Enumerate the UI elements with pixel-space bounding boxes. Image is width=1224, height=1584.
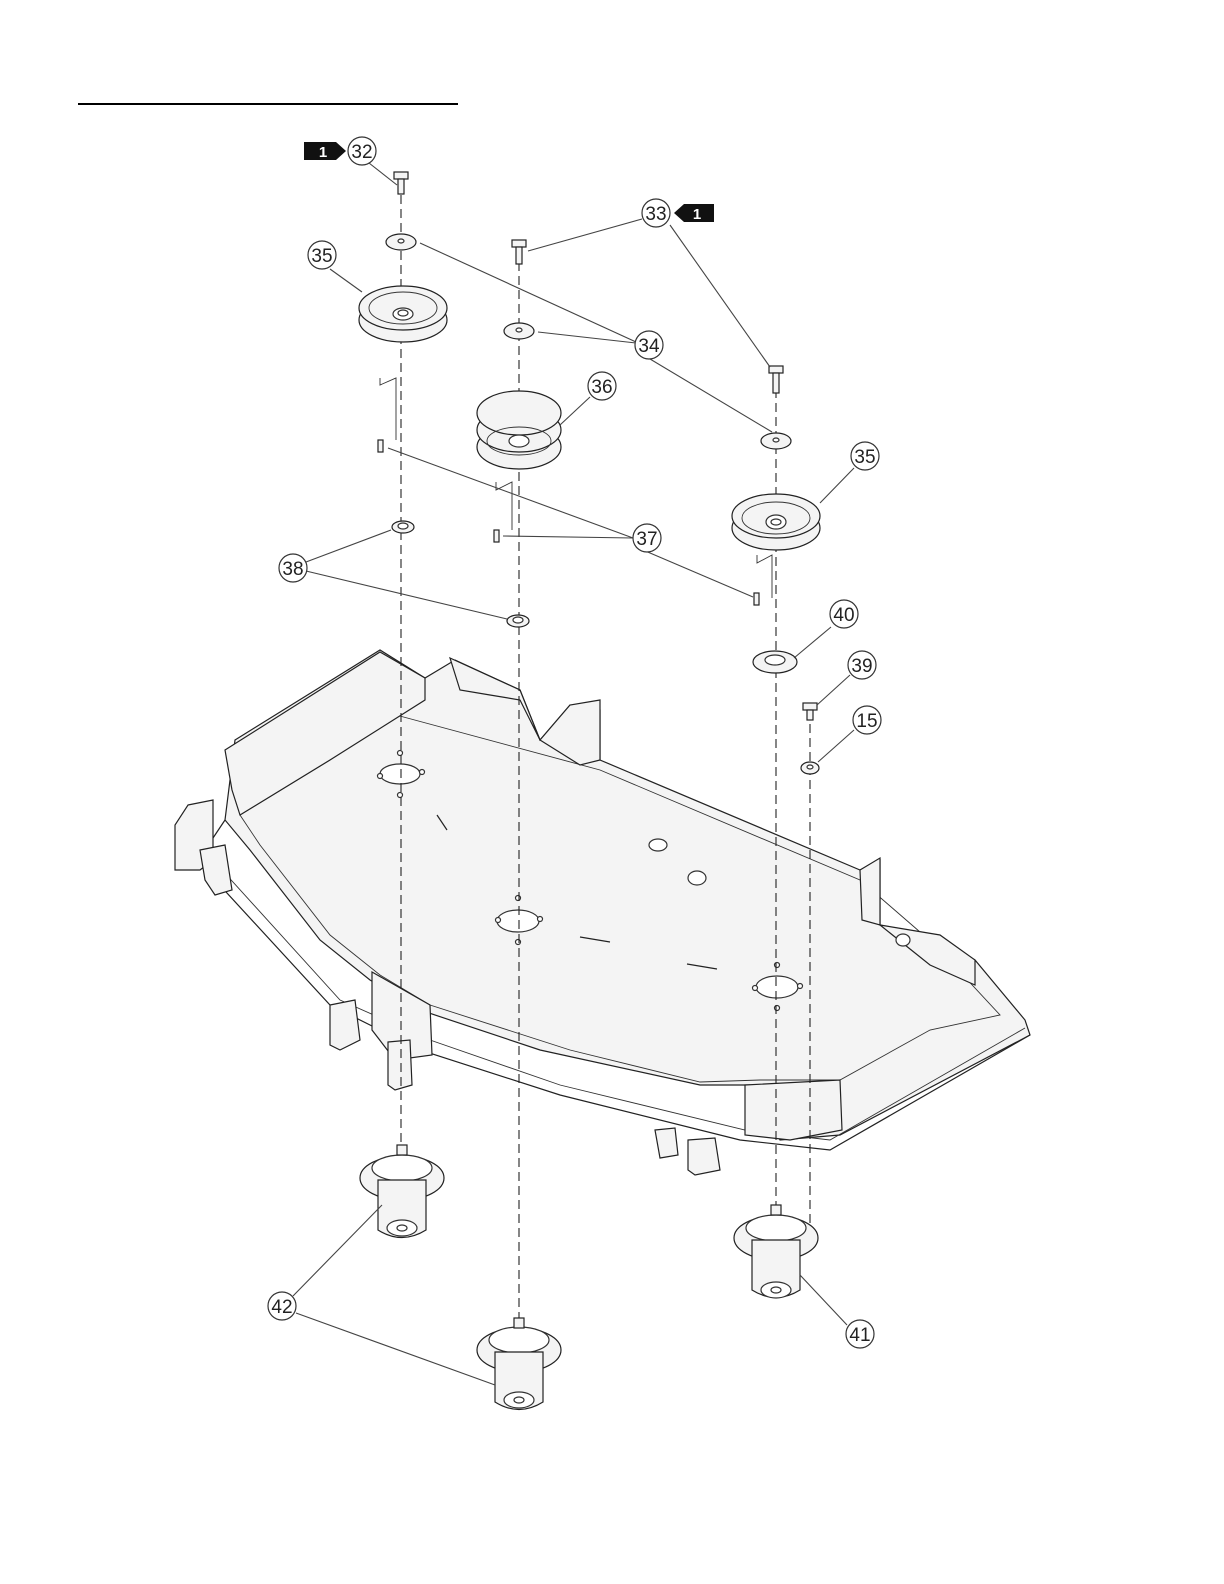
- callout-35-right: 35: [851, 442, 879, 470]
- spindle-41-right: [734, 1205, 818, 1298]
- reference-flag-2: 1: [674, 204, 714, 223]
- svg-text:35: 35: [311, 246, 332, 267]
- svg-text:33: 33: [645, 204, 666, 225]
- spindle-42-left: [360, 1145, 444, 1238]
- callout-35-left: 35: [308, 241, 336, 269]
- mower-deck: [175, 650, 1030, 1175]
- washer-34: [386, 234, 791, 449]
- callout-40: 40: [830, 600, 858, 628]
- svg-text:34: 34: [638, 336, 660, 357]
- svg-text:38: 38: [282, 559, 303, 580]
- svg-text:35: 35: [854, 447, 875, 468]
- svg-text:40: 40: [833, 605, 854, 626]
- pulley-35-left: [359, 286, 447, 342]
- svg-text:41: 41: [849, 1325, 870, 1346]
- bolt-33-right: [769, 366, 783, 393]
- svg-text:39: 39: [851, 656, 872, 677]
- reference-flag-1: 1: [304, 142, 346, 161]
- callout-38: 38: [279, 554, 307, 582]
- svg-text:1: 1: [693, 206, 701, 223]
- callout-37: 37: [633, 524, 661, 552]
- svg-text:15: 15: [856, 711, 877, 732]
- callout-42: 42: [268, 1292, 296, 1320]
- svg-text:37: 37: [636, 529, 657, 550]
- svg-text:1: 1: [319, 144, 327, 161]
- callout-33: 33: [642, 199, 670, 227]
- callout-32: 32: [348, 137, 376, 165]
- callout-15: 15: [853, 706, 881, 734]
- bolt-33-center: [512, 240, 526, 264]
- pulley-36-double: [477, 391, 561, 469]
- svg-text:42: 42: [271, 1297, 292, 1318]
- bolt-32: [394, 172, 408, 194]
- svg-text:32: 32: [351, 142, 372, 163]
- callout-41: 41: [846, 1320, 874, 1348]
- pulley-35-right: [732, 494, 820, 550]
- callout-34: 34: [635, 331, 663, 359]
- svg-text:36: 36: [591, 377, 612, 398]
- bolt-39: [803, 703, 817, 720]
- washer-15: [801, 762, 819, 774]
- spindle-42-center: [477, 1318, 561, 1410]
- spacer-38: [392, 521, 529, 627]
- callout-39: 39: [848, 651, 876, 679]
- spacer-40: [753, 651, 797, 673]
- callout-36: 36: [588, 372, 616, 400]
